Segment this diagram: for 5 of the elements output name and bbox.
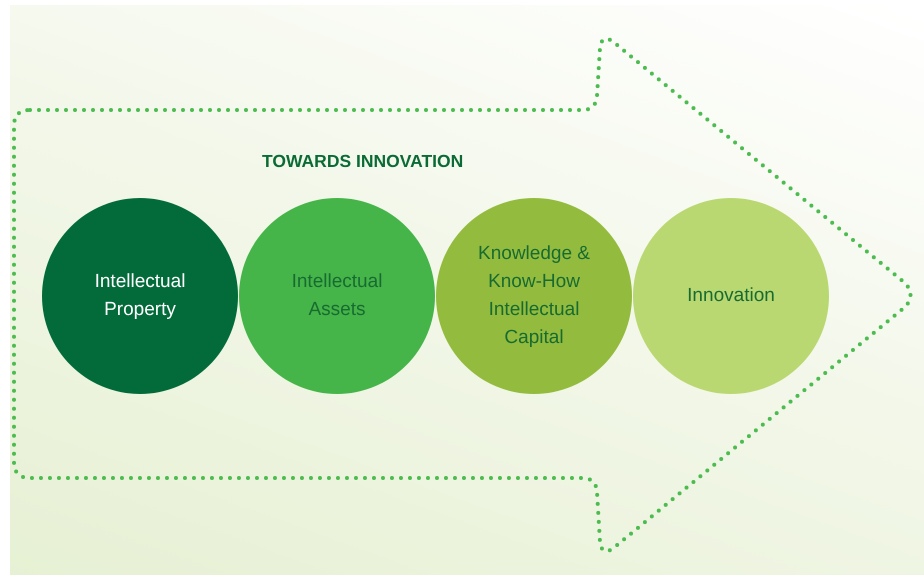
heading: TOWARDS INNOVATION — [262, 151, 464, 172]
stage-label: Knowledge & Know-How Intellectual Capital — [477, 242, 591, 350]
stage-label: Intellectual Assets — [290, 270, 384, 322]
stage-label: Innovation — [686, 284, 776, 308]
stage-label: Intellectual Property — [94, 270, 186, 322]
